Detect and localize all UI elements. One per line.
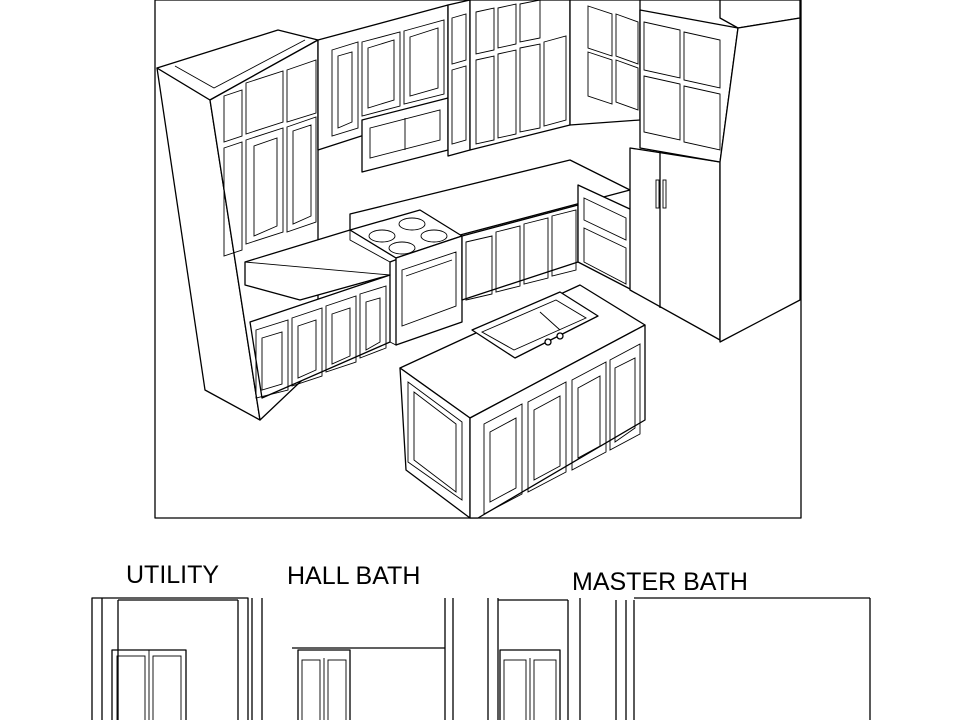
right-return-base-cabinets [577,184,633,291]
label-utility: UTILITY [126,561,219,589]
range-stove [349,209,463,346]
master-bath-elevation [487,597,871,720]
label-master-bath: MASTER BATH [572,568,748,596]
utility-elevation [91,597,263,720]
back-base-cabinets [461,204,579,301]
hall-bath-elevation [292,598,454,720]
label-hall-bath: HALL BATH [287,562,420,590]
right-tall-cabinet [639,0,801,343]
refrigerator [629,147,721,341]
kitchen-island [399,284,646,519]
kitchen-perspective-view [154,0,802,519]
upper-wall-cabinets [317,0,641,173]
